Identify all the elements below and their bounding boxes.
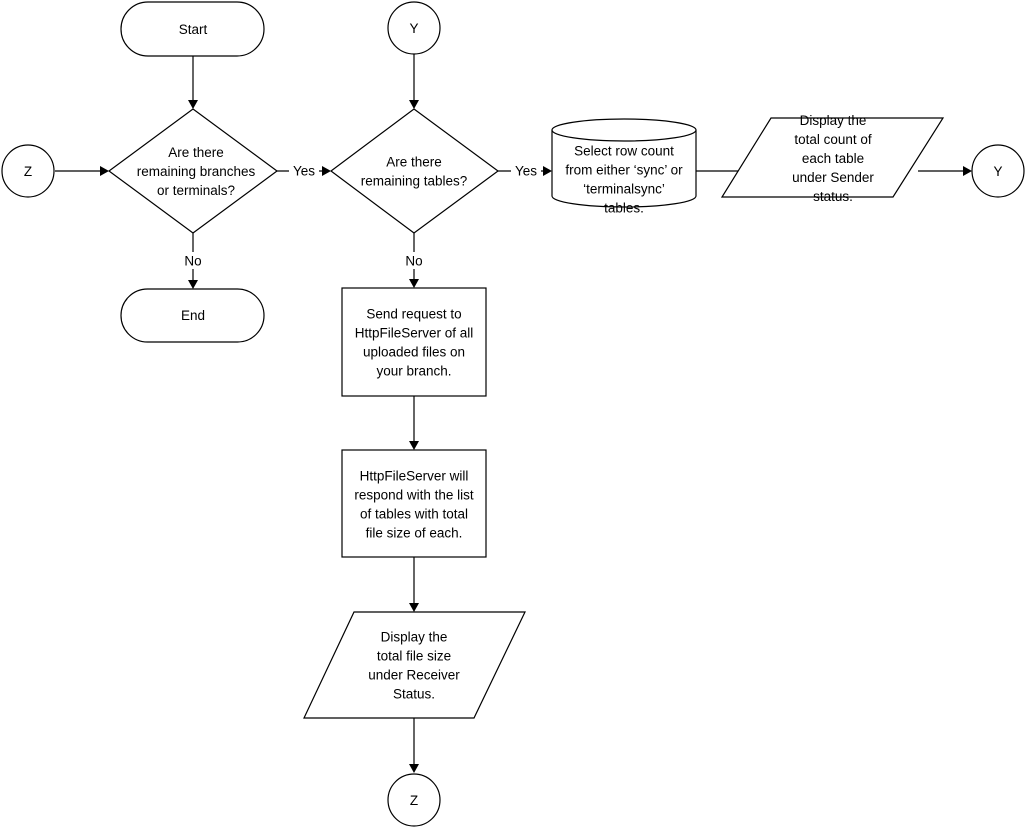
edge-label-branches-yes: Yes — [293, 164, 315, 179]
label-line: under Sender — [792, 170, 874, 185]
label-line: of tables with total — [360, 507, 468, 522]
label-line: Start — [179, 22, 208, 37]
start-terminator: Start — [120, 1, 265, 57]
label-line: HttpFileServer will — [360, 469, 469, 484]
arrowhead — [409, 603, 419, 612]
connector-z-left-label: Z — [24, 164, 32, 179]
arrowhead — [322, 166, 331, 176]
label-line: total count of — [794, 132, 872, 147]
label-line: total file size — [377, 649, 451, 664]
label-line: each table — [802, 151, 864, 166]
connector-y-top: Y — [387, 1, 441, 55]
io-display-sender-status-label: Display the total count of each table under… — [792, 113, 874, 204]
label-line: remaining branches — [137, 164, 256, 179]
edge-label-tables-yes: Yes — [515, 164, 537, 179]
process-send-request: Send request to HttpFileServer of all uplo… — [341, 287, 487, 397]
edge-label-tables-no: No — [405, 254, 422, 269]
database-select-row-count: Select row count from either ‘sync’ or ‘te… — [551, 118, 697, 216]
arrowhead — [188, 100, 198, 109]
edge-label-branches-no: No — [184, 254, 201, 269]
label-line: Y — [409, 21, 418, 36]
label-line: tables. — [604, 201, 644, 216]
label-line: Are there — [168, 145, 224, 160]
arrowhead — [543, 166, 552, 176]
decision-remaining-branches-label: Are there remaining branches or terminals? — [137, 145, 256, 198]
label-line: End — [181, 308, 205, 323]
connector-y-right-label: Y — [993, 164, 1002, 179]
arrowhead — [409, 100, 419, 109]
end-terminator: End — [120, 288, 265, 343]
process-send-request-label: Send request to HttpFileServer of all uplo… — [355, 307, 474, 379]
label-line: Display the — [800, 113, 867, 128]
arrowhead — [409, 441, 419, 450]
label-line: or terminals? — [157, 183, 235, 198]
process-server-response: HttpFileServer will respond with the list… — [341, 449, 487, 558]
label-line: file size of each. — [366, 526, 463, 541]
connector-y-right: Y — [971, 144, 1025, 198]
label-line: Status. — [393, 687, 435, 702]
label-line: from either ‘sync’ or — [565, 163, 683, 178]
label-line: Select row count — [574, 144, 674, 159]
edge-labels: Yes No Yes No — [180, 162, 541, 269]
database-select-row-count-label: Select row count from either ‘sync’ or ‘te… — [565, 144, 683, 216]
io-display-receiver-status: Display the total file size under Receiver… — [303, 611, 526, 719]
connector-z-left: Z — [1, 144, 55, 198]
label-line: Display the — [381, 630, 448, 645]
io-display-receiver-status-label: Display the total file size under Receiver… — [368, 630, 460, 702]
label-line: uploaded files on — [363, 345, 465, 360]
label-line: Send request to — [366, 307, 461, 322]
label-line: your branch. — [376, 364, 451, 379]
label-line: ‘terminalsync’ — [583, 182, 665, 197]
label-line: HttpFileServer of all — [355, 326, 474, 341]
arrowhead — [188, 280, 198, 289]
label-line: Y — [993, 164, 1002, 179]
label-line: status. — [813, 189, 853, 204]
label-line: Z — [24, 164, 32, 179]
arrowhead — [100, 166, 109, 176]
label-line: under Receiver — [368, 668, 460, 683]
arrowhead — [409, 764, 419, 773]
connector-z-bottom: Z — [387, 773, 441, 827]
process-server-response-label: HttpFileServer will respond with the list… — [354, 469, 474, 541]
label-line: remaining tables? — [361, 174, 468, 189]
start-label: Start — [179, 22, 208, 37]
label-line: respond with the list — [354, 488, 474, 503]
arrowhead — [409, 279, 419, 288]
end-label: End — [181, 308, 205, 323]
decision-remaining-tables-label: Are there remaining tables? — [361, 155, 468, 189]
label-line: Z — [410, 793, 418, 808]
decision-remaining-tables: Are there remaining tables? — [329, 108, 500, 234]
arrowhead — [963, 166, 972, 176]
connector-y-top-label: Y — [409, 21, 418, 36]
connector-z-bottom-label: Z — [410, 793, 418, 808]
io-display-sender-status: Display the total count of each table under… — [720, 113, 945, 204]
decision-remaining-branches: Are there remaining branches or terminals? — [107, 108, 279, 234]
label-line: Are there — [386, 155, 442, 170]
